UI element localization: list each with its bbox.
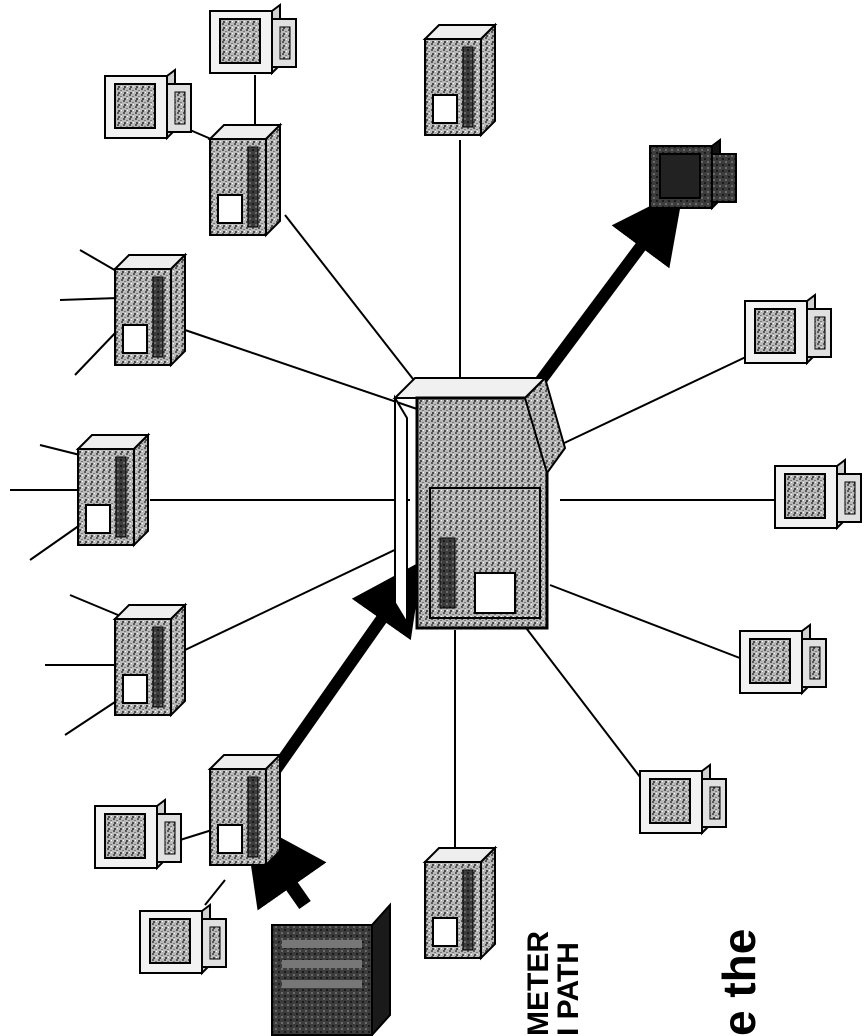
workstation-right-4 bbox=[744, 294, 832, 364]
workstation-right-1 bbox=[639, 764, 727, 834]
workstation-bottom-left-2 bbox=[139, 904, 227, 974]
destination-workstation bbox=[649, 139, 737, 209]
server-relay-bottom bbox=[209, 754, 281, 866]
server-antenna-2 bbox=[77, 434, 149, 546]
workstation-top-2 bbox=[104, 69, 192, 139]
caption-line-2: I PATH bbox=[552, 942, 585, 1036]
server-antenna-3 bbox=[114, 604, 186, 716]
server-relay-top bbox=[209, 124, 281, 236]
data-source-terminal bbox=[271, 902, 391, 1036]
data-path-arrows bbox=[243, 189, 684, 911]
central-server bbox=[392, 376, 567, 630]
server-standalone-bottom bbox=[424, 847, 496, 959]
workstation-right-3 bbox=[774, 459, 862, 529]
antenna-lines bbox=[10, 249, 119, 736]
caption-line-1: METER bbox=[522, 931, 555, 1036]
workstation-top-1 bbox=[209, 4, 297, 74]
caption-line-3: e the bbox=[713, 928, 765, 1036]
workstation-right-2 bbox=[739, 624, 827, 694]
bottom-cluster-links bbox=[179, 829, 226, 906]
server-antenna-1 bbox=[114, 254, 186, 366]
workstation-bottom-left-1 bbox=[94, 799, 182, 869]
server-standalone-top-right bbox=[424, 24, 496, 136]
